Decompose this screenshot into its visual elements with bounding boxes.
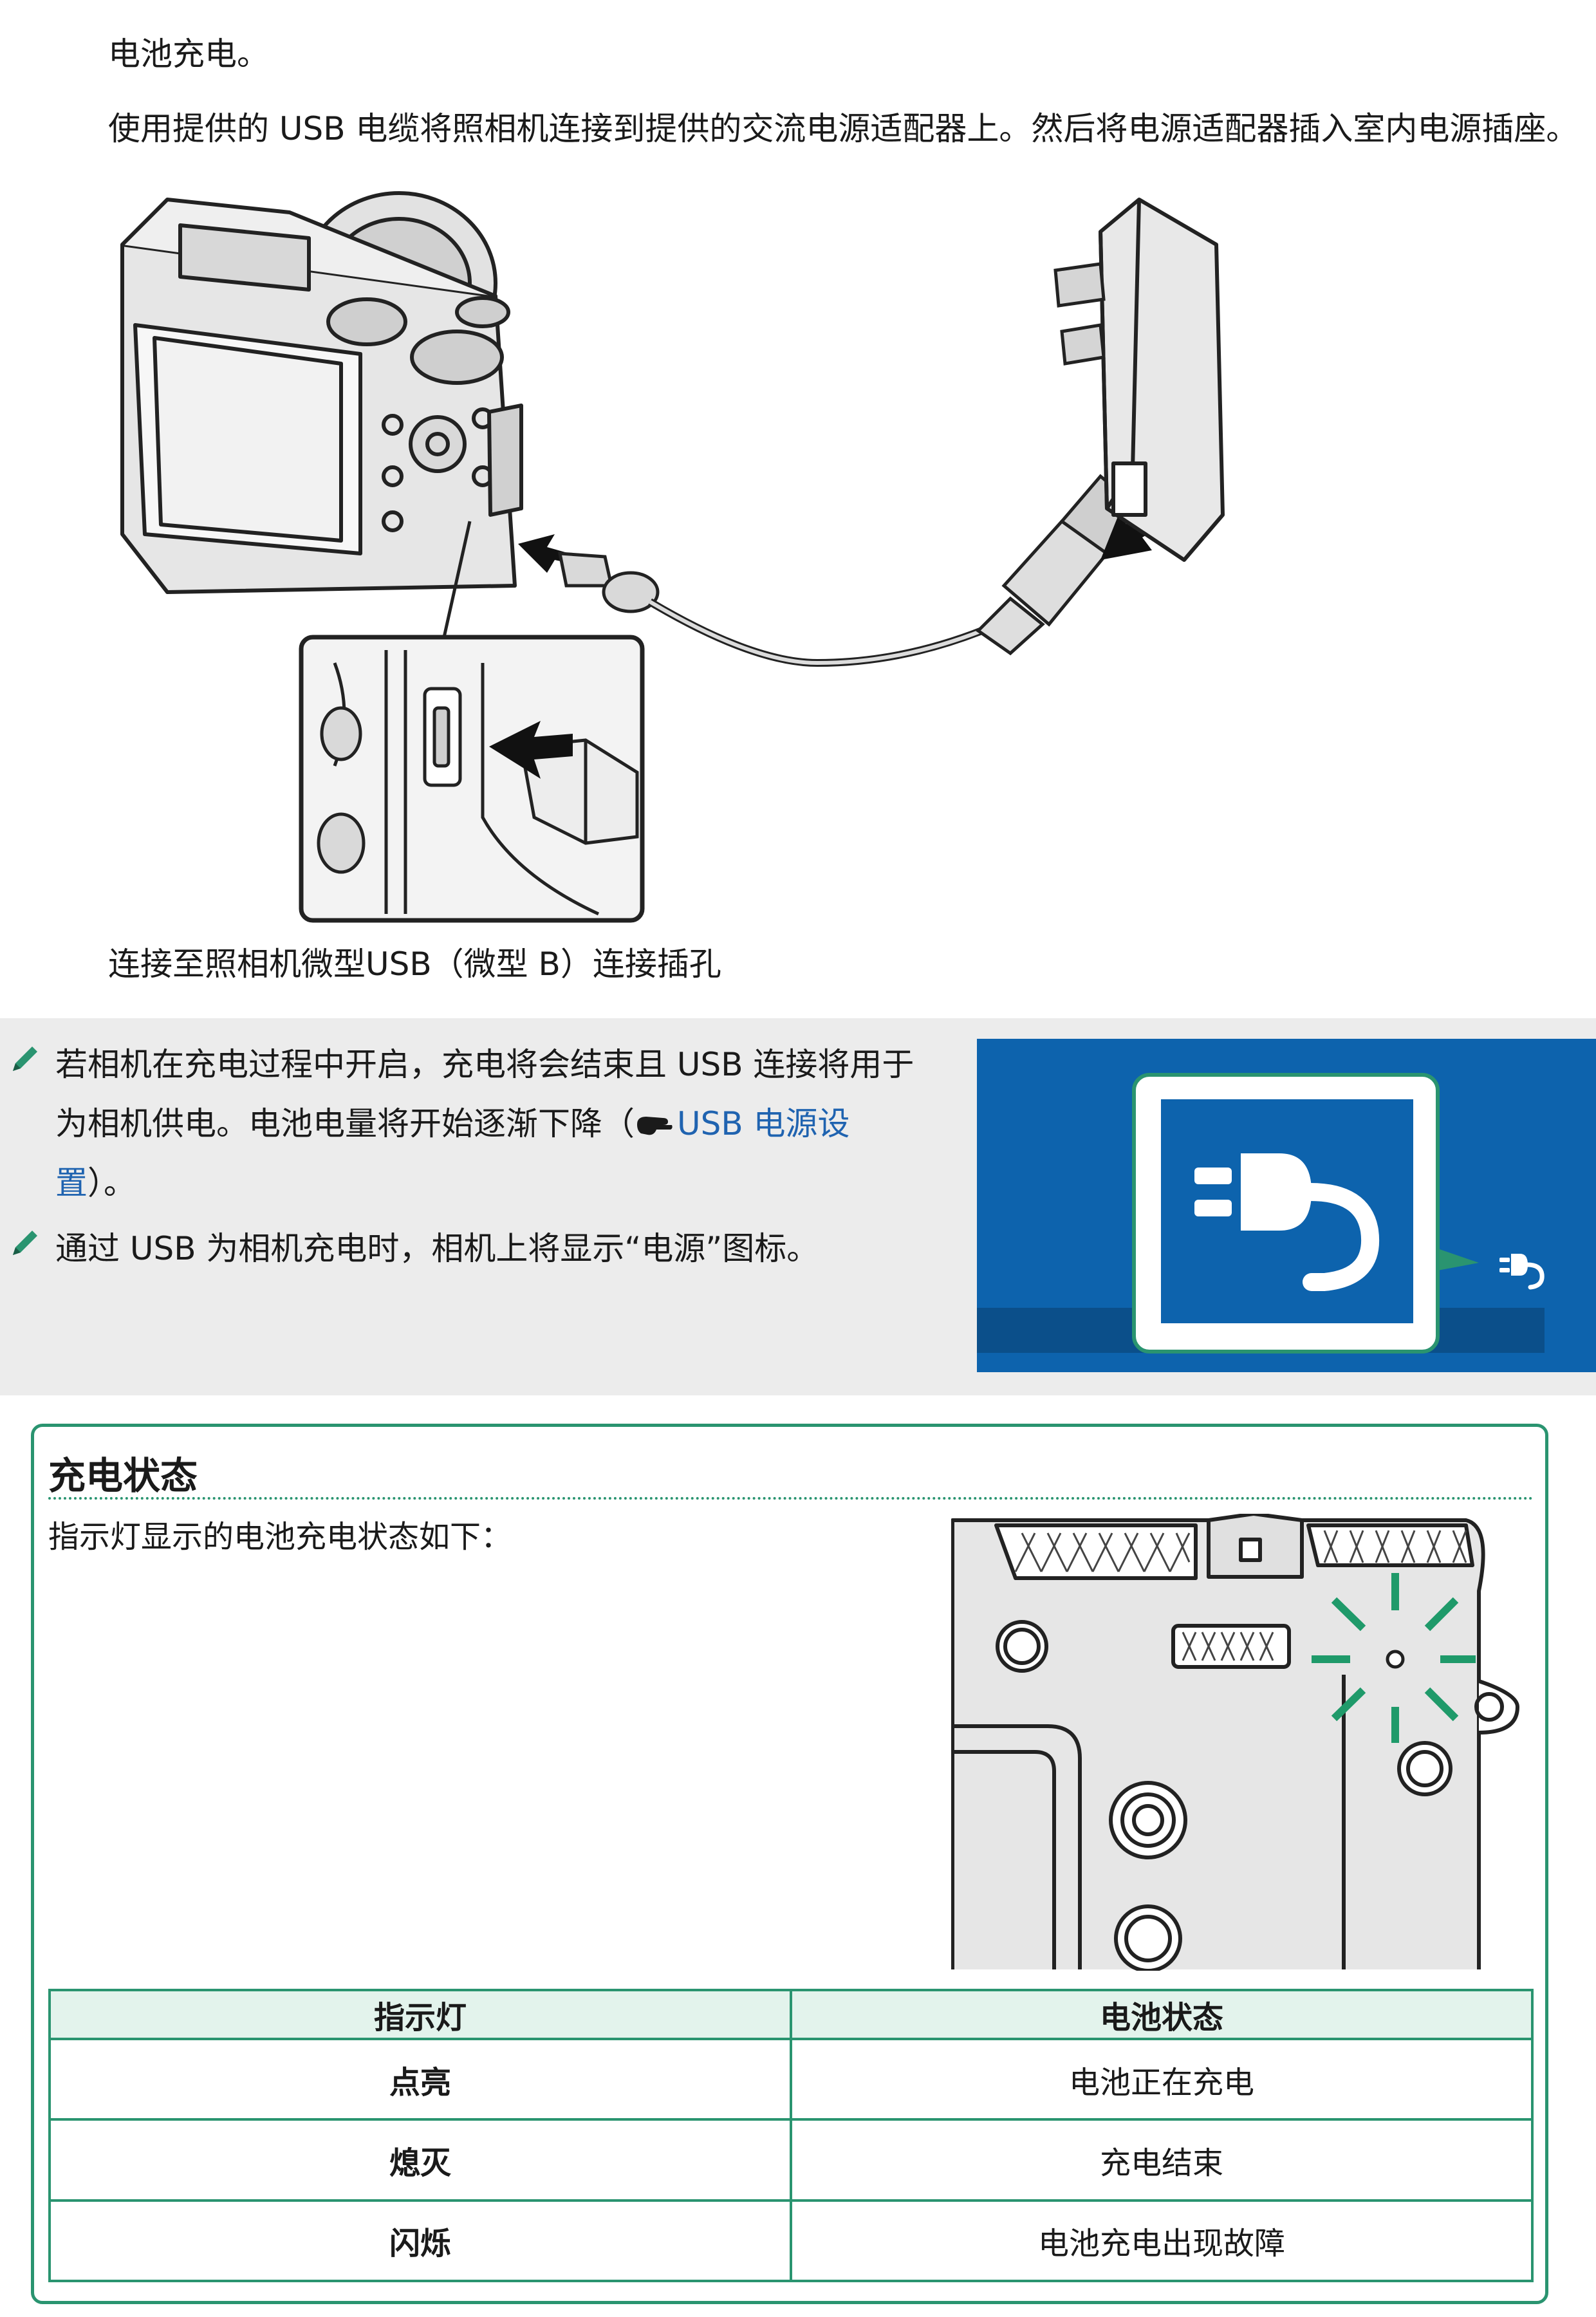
title-divider [48,1497,1534,1500]
indicator-cell: 点亮 [48,2037,792,2121]
usb-power-settings-link-cont[interactable]: 置 [55,1164,88,1202]
table-row: 点亮 电池正在充电 [48,2037,1534,2121]
usb-power-settings-link[interactable]: USB 电源设 [677,1105,850,1142]
indicator-cell: 熄灭 [48,2118,792,2202]
note1-line2-text: 为相机供电。电池电量将开始逐渐下降（ [55,1105,635,1142]
table-header-row: 指示灯 电池状态 [48,1989,1534,2040]
battery-status-cell: 电池充电出现故障 [790,2199,1534,2283]
battery-status-cell: 充电结束 [790,2118,1534,2202]
note1-line1: 若相机在充电过程中开启，充电将会结束且 USB 连接将用于 [55,1046,914,1083]
note1-line2: 为相机供电。电池电量将开始逐渐下降（ USB 电源设 [55,1098,850,1144]
hand-pointer-icon [637,1117,673,1135]
figure-caption: 连接至照相机微型USB（微型 B）连接插孔 [108,945,721,983]
charging-status-table: 指示灯 电池状态 点亮 电池正在充电 熄灭 充电结束 闪烁 电池充电出现故障 [48,1989,1534,2283]
note1-line3: 置）。 [55,1157,136,1204]
camera-usb-connection-illustration [120,191,1225,923]
power-icon-display-illustration [977,1039,1596,1372]
table-row: 熄灭 充电结束 [48,2118,1534,2202]
indicator-lamp-illustration [951,1514,1519,1971]
pencil-icon [13,1047,37,1071]
indicator-cell: 闪烁 [48,2199,792,2283]
note2-text: 通过 USB 为相机充电时，相机上将显示“电源”图标。 [55,1230,819,1267]
column-header-battery-status: 电池状态 [790,1989,1534,2040]
pencil-icon [13,1231,37,1255]
charging-status-title: 充电状态 [48,1454,198,1498]
note1-line3-text: ）。 [88,1164,136,1202]
charging-status-description: 指示灯显示的电池充电状态如下： [48,1519,512,1555]
battery-status-cell: 电池正在充电 [790,2037,1534,2121]
column-header-indicator: 指示灯 [48,1989,792,2040]
instruction-text: 使用提供的 USB 电缆将照相机连接到提供的交流电源适配器上。然后将电源适配器插… [108,110,1579,147]
table-row: 闪烁 电池充电出现故障 [48,2199,1534,2283]
heading-charge-battery: 电池充电。 [108,35,269,73]
